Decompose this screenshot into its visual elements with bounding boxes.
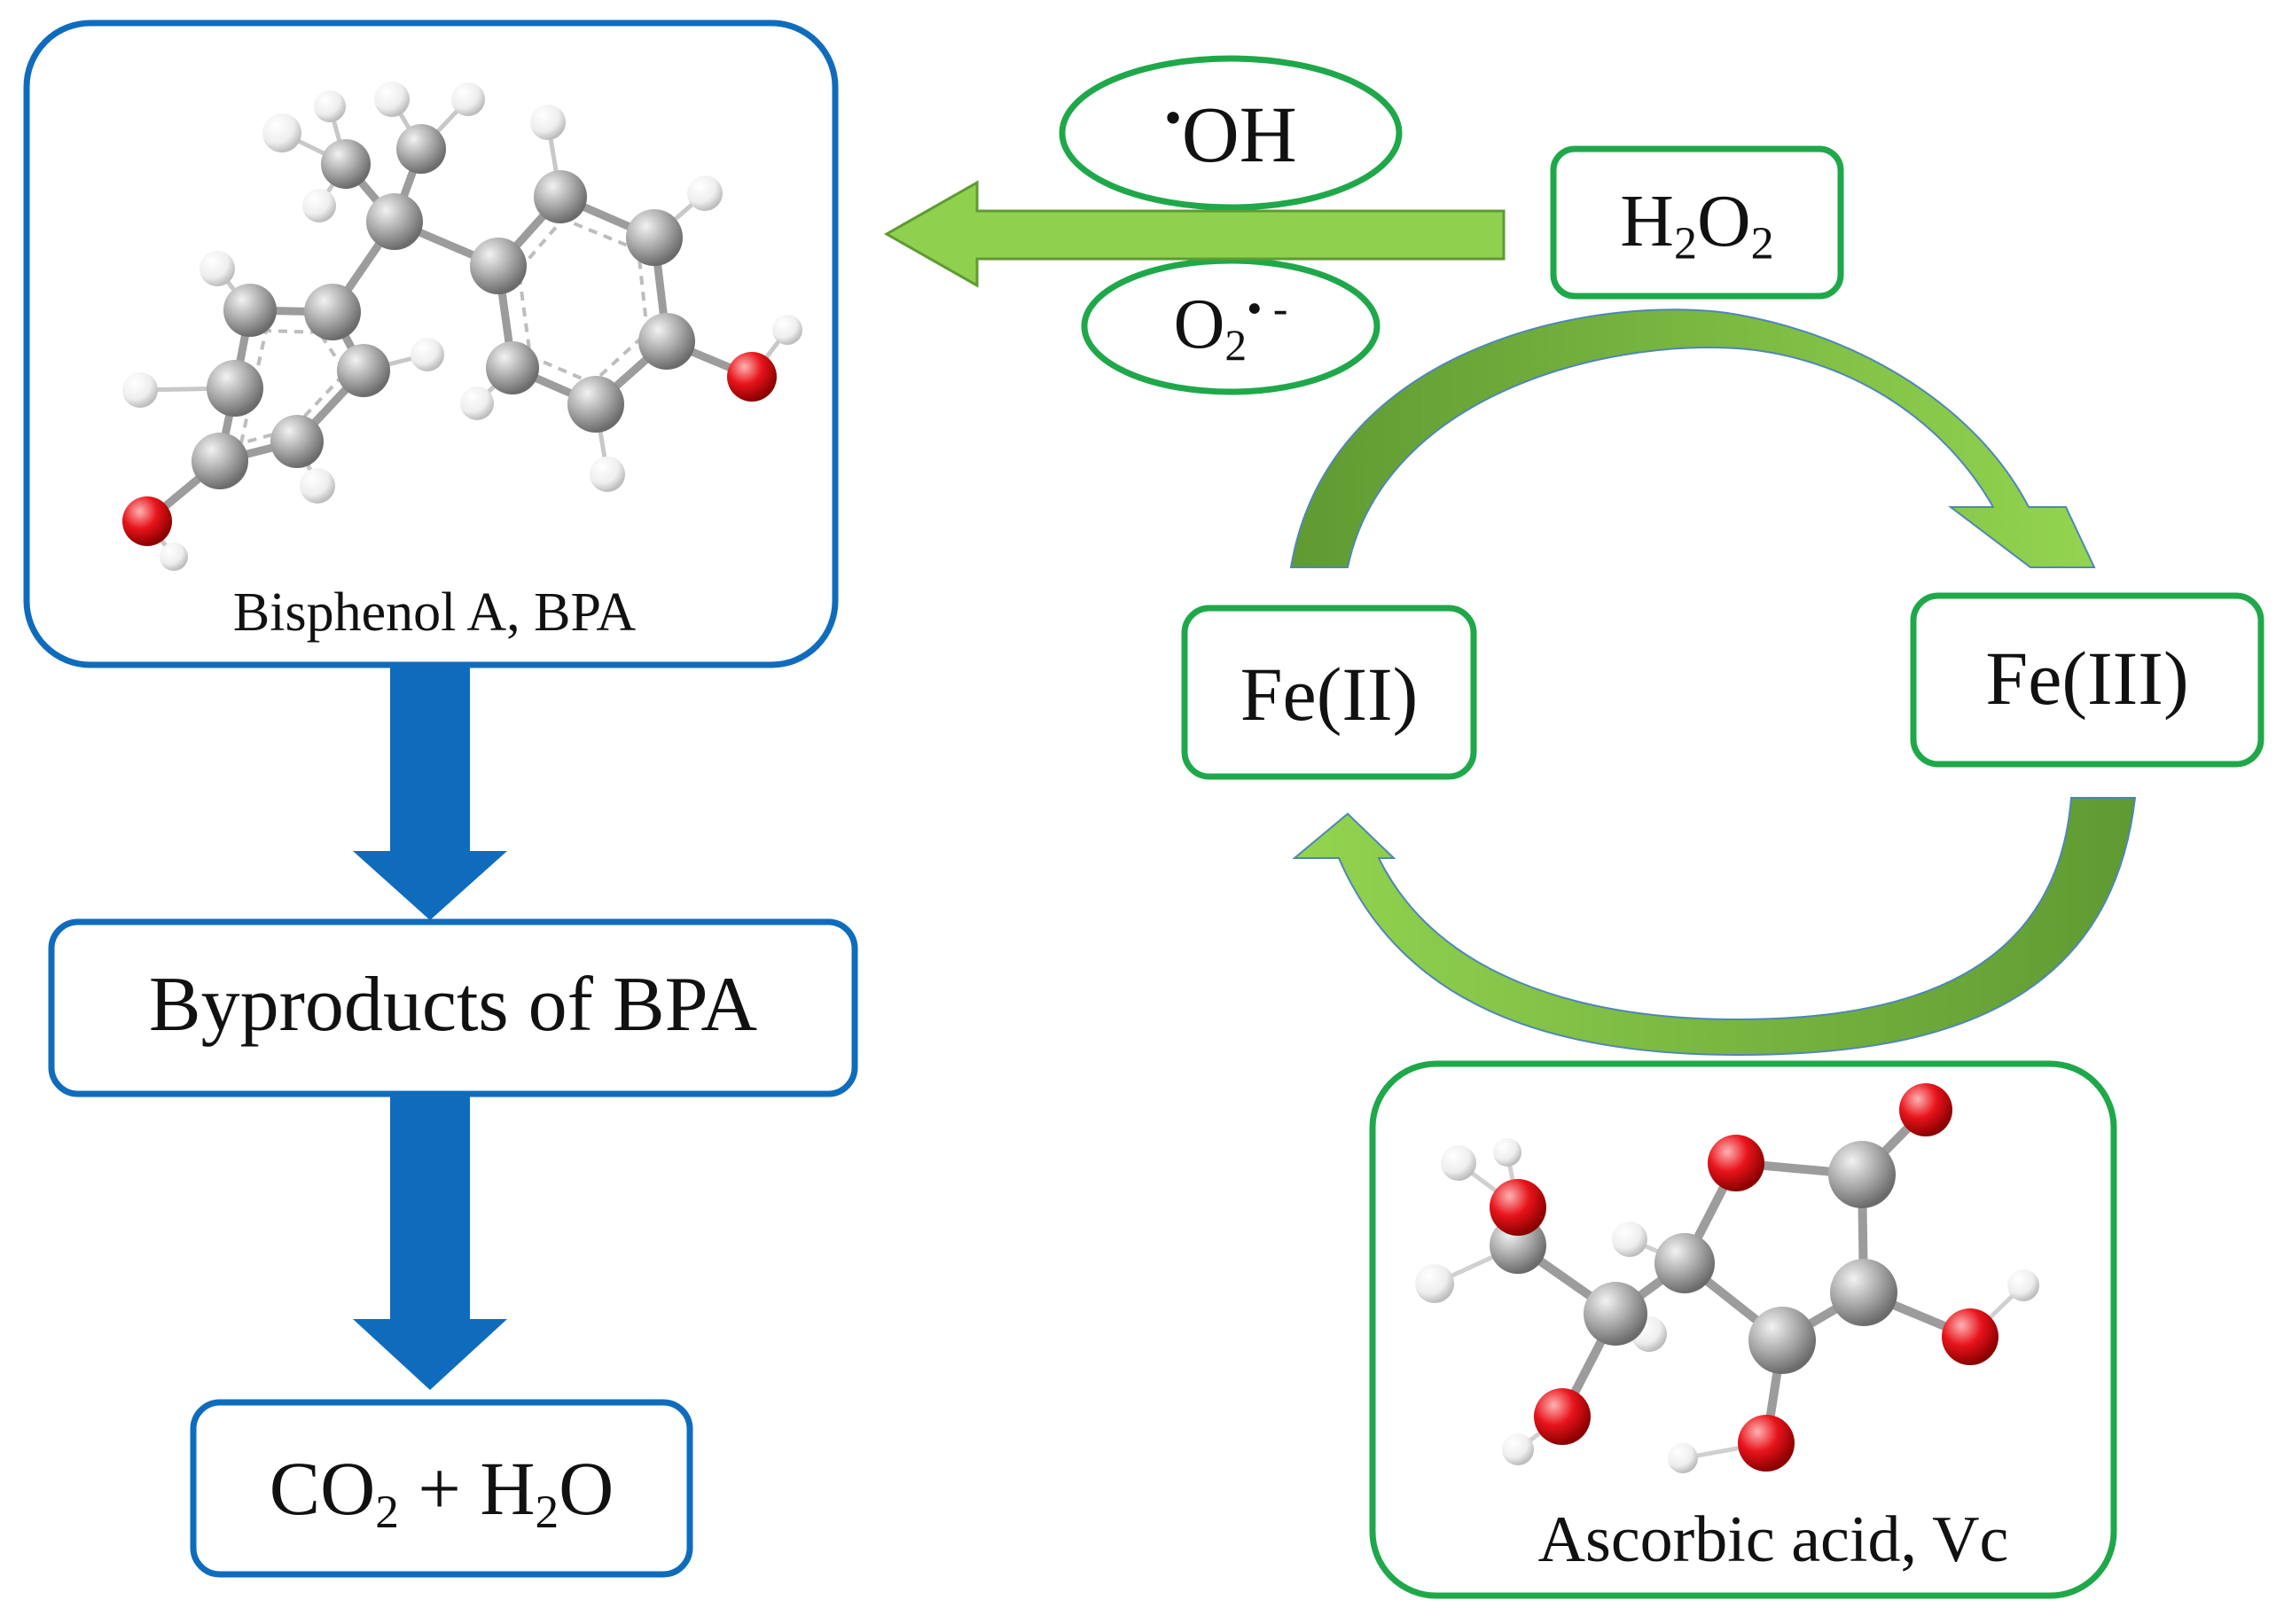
o-text: O — [1173, 285, 1225, 363]
fe3-label: Fe(III) — [1985, 636, 2189, 721]
byproducts-box — [48, 918, 858, 1097]
bpa-molecule — [122, 82, 802, 571]
plus-h-text: + H — [398, 1446, 536, 1531]
negative-charge: - — [1262, 284, 1288, 333]
hydroxyl-radical-label: •OH — [1062, 93, 1399, 176]
h-text: H — [1620, 180, 1674, 262]
o-text: O — [559, 1446, 614, 1531]
h2o2-box — [1550, 145, 1844, 300]
arrow-radicals-to-bpa — [883, 180, 1506, 288]
o2-subscript: 2 — [1224, 320, 1248, 370]
arrow-fe2-to-fe3 — [1289, 308, 2096, 568]
arrow-byproducts-to-final — [353, 1096, 507, 1390]
o-text: O — [1697, 180, 1751, 262]
vc-label: Ascorbic acid, Vc — [1537, 1503, 2009, 1576]
vc-molecule — [1415, 1083, 2039, 1473]
hydroxyl-radical-ellipse — [1059, 55, 1403, 211]
co2-subscript: 2 — [375, 1484, 399, 1538]
vc-box — [1369, 1060, 2117, 1599]
h2o-subscript: 2 — [535, 1484, 559, 1538]
byproducts-label: Byproducts of BPA — [148, 962, 758, 1048]
superoxide-radical-label: O2• - — [1084, 286, 1377, 367]
co-text: CO — [269, 1446, 376, 1531]
fe2-box — [1181, 605, 1477, 780]
arrow-bpa-to-byproducts — [353, 667, 507, 920]
h2o2-label: H2O2 — [1553, 184, 1841, 268]
fe3-box — [1910, 592, 2264, 768]
oh-text: OH — [1181, 91, 1297, 179]
final-products-label: CO2 + H2O — [193, 1450, 690, 1535]
h2-subscript: 2 — [1673, 218, 1697, 269]
radical-dot: • — [1164, 90, 1182, 146]
bpa-label: Bisphenol A, BPA — [232, 582, 637, 643]
arrow-fe3-to-fe2 — [1292, 797, 2137, 1057]
superoxide-radical-ellipse — [1081, 257, 1381, 395]
o2-subscript: 2 — [1750, 218, 1774, 269]
fe2-label: Fe(II) — [1240, 652, 1419, 737]
final-products-box — [190, 1399, 693, 1578]
radical-dot: • — [1247, 284, 1263, 333]
